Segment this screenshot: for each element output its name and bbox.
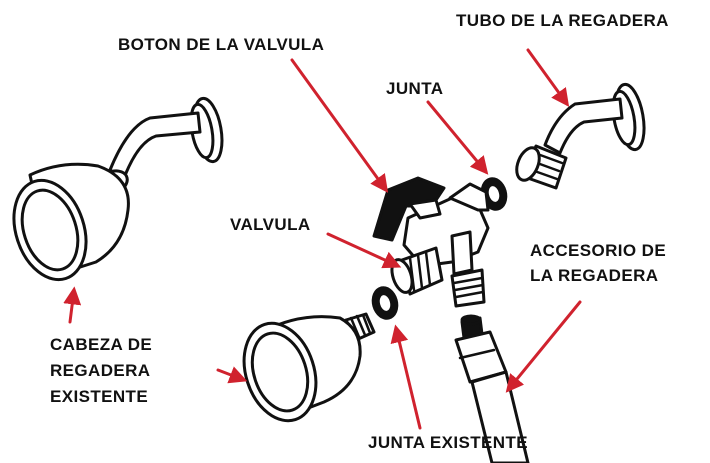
arrow-cabeza-upper bbox=[63, 286, 82, 324]
label-valvula: VALVULA bbox=[230, 215, 311, 234]
label-junta-existente: JUNTA EXISTENTE bbox=[368, 433, 528, 452]
label-cabeza-line-1: CABEZA DE bbox=[50, 335, 153, 354]
arrow-valvula bbox=[326, 232, 402, 269]
arrow-cabeza-lower bbox=[216, 366, 248, 384]
label-tubo-de-la-regadera: TUBO DE LA REGADERA bbox=[456, 11, 669, 30]
arrow-boton bbox=[290, 58, 389, 193]
callout-arrows bbox=[63, 48, 582, 430]
washer-lower bbox=[371, 286, 399, 320]
label-cabeza-line-2: REGADERA bbox=[50, 361, 151, 380]
diverter-valve bbox=[372, 176, 490, 308]
label-boton-de-la-valvula: BOTON DE LA VALVULA bbox=[118, 35, 325, 54]
label-accesorio-line-2: LA REGADERA bbox=[530, 266, 659, 285]
existing-shower-head-bottom bbox=[242, 312, 376, 423]
hose-fitting bbox=[454, 314, 530, 463]
arrow-junta-existente bbox=[390, 324, 422, 430]
arrow-junta bbox=[426, 100, 489, 175]
arrow-tubo bbox=[526, 48, 570, 107]
existing-shower-head-left bbox=[12, 96, 224, 282]
shower-pipe bbox=[515, 82, 646, 190]
label-cabeza-line-3: EXISTENTE bbox=[50, 387, 149, 406]
label-accesorio-line-1: ACCESORIO DE bbox=[530, 241, 667, 260]
label-junta: JUNTA bbox=[386, 79, 444, 98]
arrow-accesorio bbox=[505, 300, 582, 393]
